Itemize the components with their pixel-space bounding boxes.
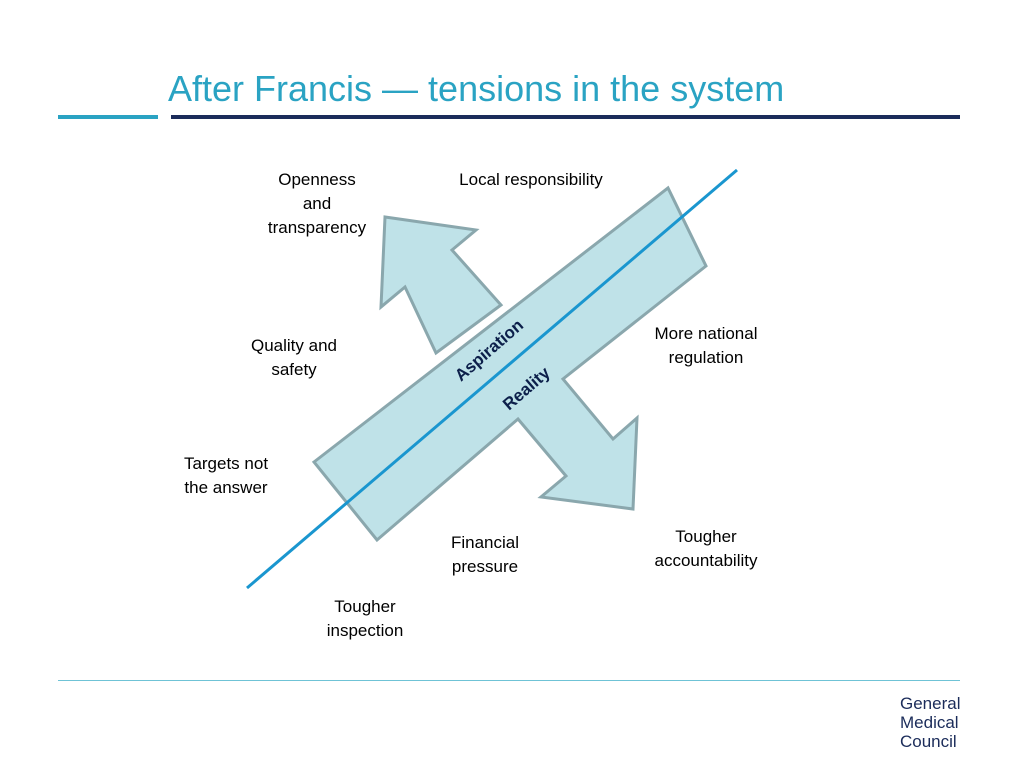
label-financial-pressure: Financial pressure	[450, 533, 520, 576]
upward-arrow	[379, 215, 504, 356]
label-tougher-inspection: Tougher inspection	[326, 597, 404, 640]
gmc-logo: General Medical Council	[900, 694, 980, 751]
label-quality-safety: Quality and safety	[251, 336, 337, 379]
logo-line-1: General	[900, 694, 961, 713]
label-local-responsibility: Local responsibility	[459, 170, 603, 189]
aspiration-reality-line	[246, 168, 738, 590]
label-tougher-accountability: Tougher accountability	[654, 527, 758, 570]
title-rule	[171, 115, 960, 119]
label-targets-not-answer: Targets not the answer	[183, 454, 269, 497]
footer-rule	[58, 680, 960, 681]
label-openness-transparency: Openness and transparency	[267, 170, 367, 237]
title-rule-accent	[58, 115, 158, 119]
logo-line-2: Medical	[900, 713, 959, 732]
logo-line-3: Council	[900, 732, 957, 751]
label-more-national-regulation: More national regulation	[654, 324, 758, 367]
slide-title: After Francis — tensions in the system	[168, 68, 785, 109]
